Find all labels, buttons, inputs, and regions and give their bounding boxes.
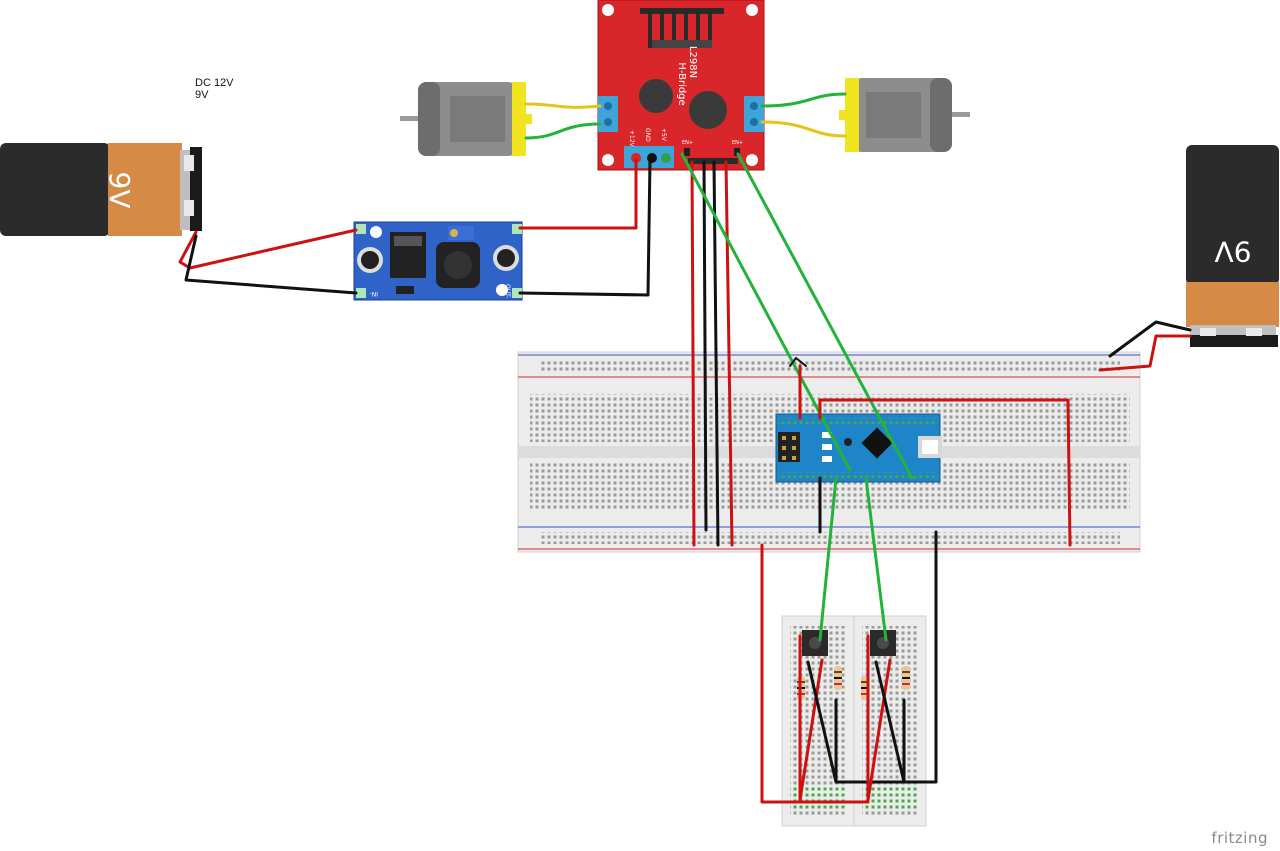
wire-button-green-2 <box>864 476 888 642</box>
fritzing-watermark: fritzing <box>1211 829 1268 847</box>
wire-ctrl-red-1 <box>690 160 696 547</box>
wire-ctrl-green-2 <box>736 152 914 480</box>
hbridge-pin-enb: EN+ <box>732 140 743 146</box>
hbridge-title: L298N <box>687 46 698 78</box>
wire-motor-right-green <box>760 92 847 108</box>
wire-batt-left-red <box>178 228 358 270</box>
battery-left: 9V <box>0 143 202 236</box>
battery-right: 9V <box>1186 145 1279 347</box>
wire-buck-out-red <box>518 158 638 230</box>
supply-note: DC 12V 9V <box>195 77 234 101</box>
battery-right-label: 9V <box>1215 235 1252 268</box>
wire-ctrl-black-1 <box>702 160 708 532</box>
hbridge-pin-5v: +5V <box>660 128 667 142</box>
wire-sb-red-4 <box>866 658 892 802</box>
buck-converter: IN- OUT- <box>353 221 523 301</box>
button-left <box>802 630 828 656</box>
buck-out-label: OUT- <box>504 284 511 298</box>
resistor-2 <box>834 666 842 690</box>
motor-a-terminal <box>598 96 618 132</box>
wire-motor-left-green <box>524 122 602 140</box>
wire-ctrl-black-2 <box>712 160 720 547</box>
hbridge-pin-ena: EN+ <box>682 140 693 146</box>
wire-ctrl-green-1 <box>680 152 852 472</box>
wire-sb-red-2 <box>798 658 824 802</box>
hbridge-pin-12v: +12V <box>628 130 635 148</box>
wire-motor-right-yellow <box>760 120 847 138</box>
wire-ctrl-red-2 <box>724 160 734 547</box>
wire-batt-right-red <box>1098 334 1192 372</box>
wire-motor-left-yellow <box>524 102 602 109</box>
wire-nano-5v-red <box>818 398 1072 547</box>
wire-sb-black-3 <box>874 660 906 784</box>
buck-in-label: IN- <box>370 290 378 297</box>
motor-b-terminal <box>744 96 764 132</box>
motor-right <box>839 78 970 152</box>
button-right <box>870 630 896 656</box>
motor-left <box>400 82 532 156</box>
resistor-4 <box>902 666 910 690</box>
wire-button-green-1 <box>818 476 838 642</box>
supply-note-line1: DC 12V <box>195 77 234 89</box>
arduino-nano <box>775 413 942 483</box>
battery-left-label: 9V <box>103 172 136 209</box>
wire-nano-black-top <box>789 357 807 367</box>
wire-batt-right-black <box>1108 320 1192 358</box>
wire-batt-left-black <box>184 234 358 295</box>
wire-sb-black-1 <box>806 660 838 784</box>
wire-power-red-down <box>760 543 870 804</box>
wire-buck-out-black <box>518 158 652 297</box>
hbridge-subtitle: H-Bridge <box>676 62 687 105</box>
hbridge-pin-gnd: GND <box>644 128 651 142</box>
wires <box>178 92 1192 804</box>
top-power-rail <box>540 360 1120 372</box>
supply-note-line2: 9V <box>195 89 209 101</box>
l298n-h-bridge: L298N H-Bridge +12V GND +5V EN+ EN+ <box>597 0 765 171</box>
